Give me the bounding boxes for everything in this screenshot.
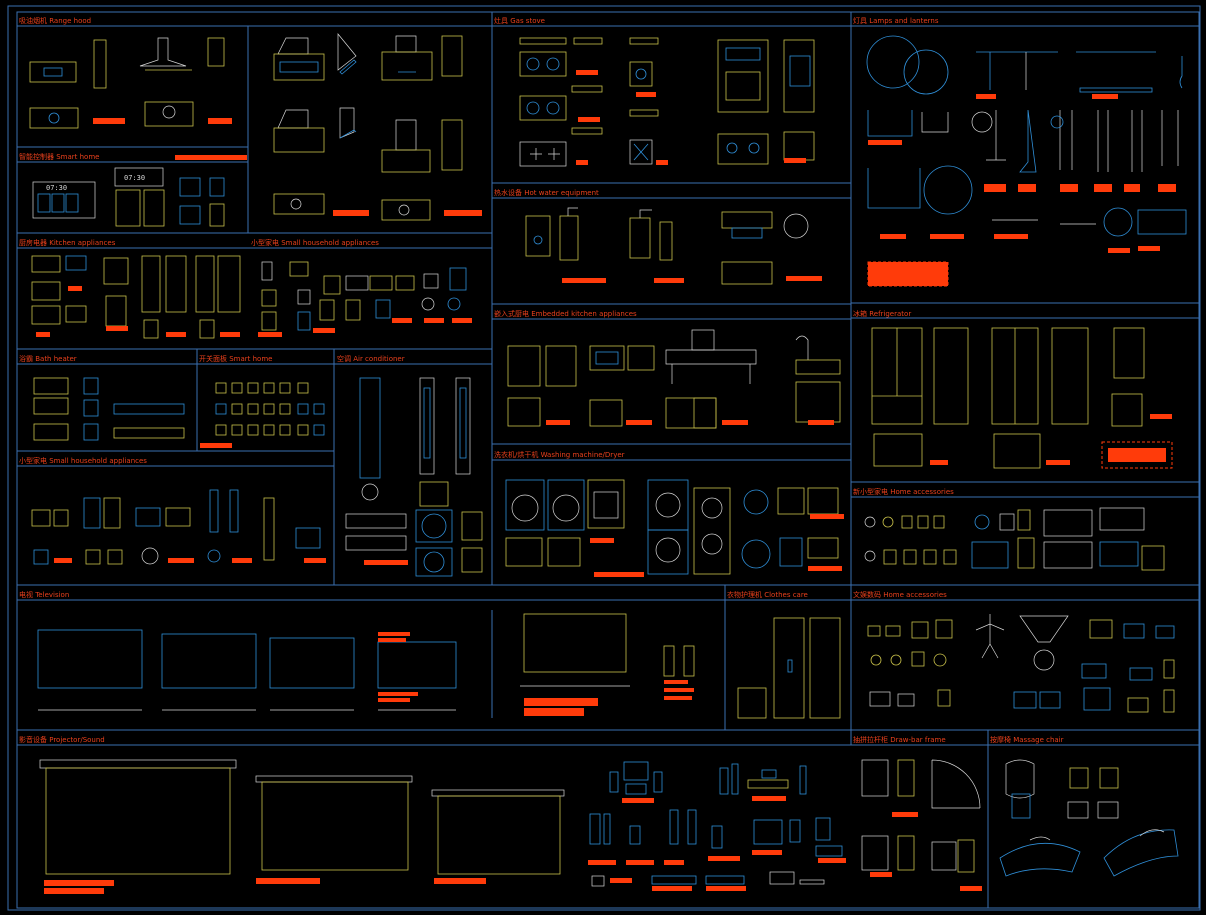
home-accessories-1-drawings bbox=[864, 507, 1165, 571]
clock-readout-2: 07:30 bbox=[124, 174, 145, 182]
title-range-hood: 吸油烟机 Range hood bbox=[19, 16, 91, 25]
title-air-conditioner: 空调 Air conditioner bbox=[337, 354, 405, 363]
smart-home-2-drawings bbox=[200, 382, 325, 448]
embedded-kitchen-drawings bbox=[507, 329, 841, 429]
lamps-drawings bbox=[866, 35, 1187, 287]
massage-chair-drawings bbox=[999, 759, 1179, 877]
title-drawbar: 抽拼拉杆柜 Draw-bar frame bbox=[853, 735, 946, 744]
section-grid bbox=[17, 12, 1199, 908]
title-washing: 洗衣机/烘干机 Washing machine/Dryer bbox=[494, 450, 625, 459]
title-small-household-1: 小型家电 Small household appliances bbox=[251, 238, 379, 247]
gas-stove-drawings bbox=[519, 37, 815, 167]
range-hood-drawings bbox=[29, 33, 482, 221]
title-smart-home-1: 智能控制器 Smart home bbox=[19, 152, 99, 161]
air-conditioner-drawings bbox=[345, 377, 483, 577]
title-hot-water: 热水设备 Hot water equipment bbox=[494, 188, 599, 197]
kitchen-appliances-drawings bbox=[31, 255, 241, 339]
title-bath-heater: 浴霸 Bath heater bbox=[19, 354, 77, 363]
title-lamps: 灯具 Lamps and lanterns bbox=[853, 16, 939, 25]
clothes-care-drawings bbox=[737, 617, 841, 719]
title-refrigerator: 冰箱 Refrigerator bbox=[853, 309, 911, 318]
projector-drawings bbox=[39, 759, 846, 894]
title-massage: 按摩椅 Massage chair bbox=[990, 735, 1064, 744]
small-household-1-drawings bbox=[258, 261, 472, 337]
smart-home-1-drawings: 07:30 07:30 bbox=[32, 155, 247, 227]
title-home-accessories-1: 新小型家电 Home accessories bbox=[853, 487, 954, 496]
refrigerator-drawings bbox=[871, 327, 1173, 469]
washing-drawings bbox=[505, 479, 844, 577]
title-projector: 影音设备 Projector/Sound bbox=[19, 735, 105, 744]
clock-readout-1: 07:30 bbox=[46, 184, 67, 192]
title-home-accessories-2: 文娱数码 Home accessories bbox=[853, 590, 947, 599]
title-kitchen-appliances: 厨房电器 Kitchen appliances bbox=[19, 238, 116, 247]
title-television: 电视 Television bbox=[19, 590, 69, 599]
title-smart-home-2: 开关面板 Smart home bbox=[199, 354, 272, 363]
home-accessories-2-drawings bbox=[867, 614, 1175, 713]
title-small-household-2: 小型家电 Small household appliances bbox=[19, 456, 147, 465]
bath-heater-drawings bbox=[33, 377, 185, 441]
title-embedded-kitchen: 嵌入式厨电 Embedded kitchen appliances bbox=[494, 309, 637, 318]
inner-frame bbox=[16, 11, 1200, 909]
small-household-2-drawings bbox=[31, 489, 326, 565]
hot-water-drawings bbox=[525, 207, 822, 285]
section-titles: 吸油烟机 Range hood 灶具 Gas stove 灯具 Lamps an… bbox=[19, 16, 1064, 744]
outer-frame bbox=[7, 5, 1201, 911]
title-gas-stove: 灶具 Gas stove bbox=[494, 16, 545, 25]
drawbar-drawings bbox=[861, 759, 982, 891]
title-clothes-care: 衣物护理机 Clothes care bbox=[727, 590, 808, 599]
television-drawings bbox=[37, 613, 695, 716]
